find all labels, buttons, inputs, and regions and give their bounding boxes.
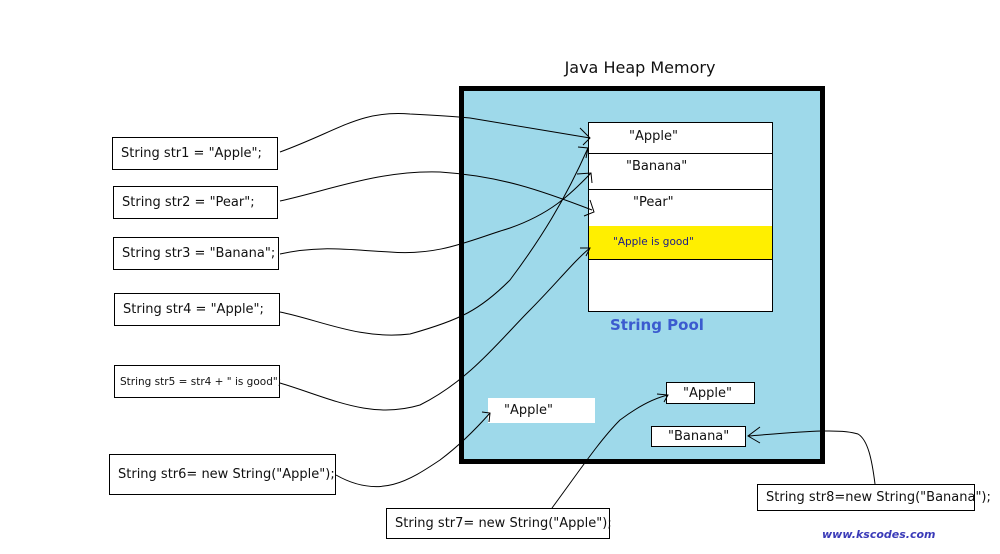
declaration-str1: String str1 = "Apple"; — [112, 137, 278, 170]
pool-entry-text: "Apple" — [629, 129, 678, 144]
string-pool: "Apple" "Banana" "Pear" "Apple is good" — [588, 122, 773, 312]
pool-entry-text: "Banana" — [626, 159, 688, 174]
pool-entry-text: "Apple is good" — [613, 236, 694, 248]
declaration-str4: String str4 = "Apple"; — [114, 293, 280, 326]
declaration-str8: String str8=new String("Banana"); — [757, 484, 991, 511]
diagram-title: Java Heap Memory — [564, 58, 716, 77]
heap-object-str7: "Apple" — [666, 382, 755, 404]
credit-watermark: www.kscodes.com — [822, 528, 936, 541]
pool-entry-pear: "Pear" — [589, 189, 772, 227]
pool-entry-banana: "Banana" — [589, 153, 772, 190]
heap-object-str8: "Banana" — [651, 426, 746, 447]
declaration-str3: String str3 = "Banana"; — [113, 237, 279, 270]
pool-entry-apple: "Apple" — [589, 123, 772, 154]
pool-entry-apple-is-good: "Apple is good" — [589, 226, 772, 260]
declaration-str2: String str2 = "Pear"; — [113, 186, 278, 219]
heap-object-str6: "Apple" — [488, 398, 595, 423]
pool-entry-text: "Pear" — [633, 195, 674, 210]
string-pool-label: String Pool — [610, 316, 704, 334]
declaration-str5: String str5 = str4 + " is good"; — [114, 365, 281, 398]
pool-empty-slot — [589, 259, 772, 311]
declaration-str6: String str6= new String("Apple"); — [109, 454, 336, 495]
declaration-str7: String str7= new String("Apple"); — [386, 508, 612, 539]
